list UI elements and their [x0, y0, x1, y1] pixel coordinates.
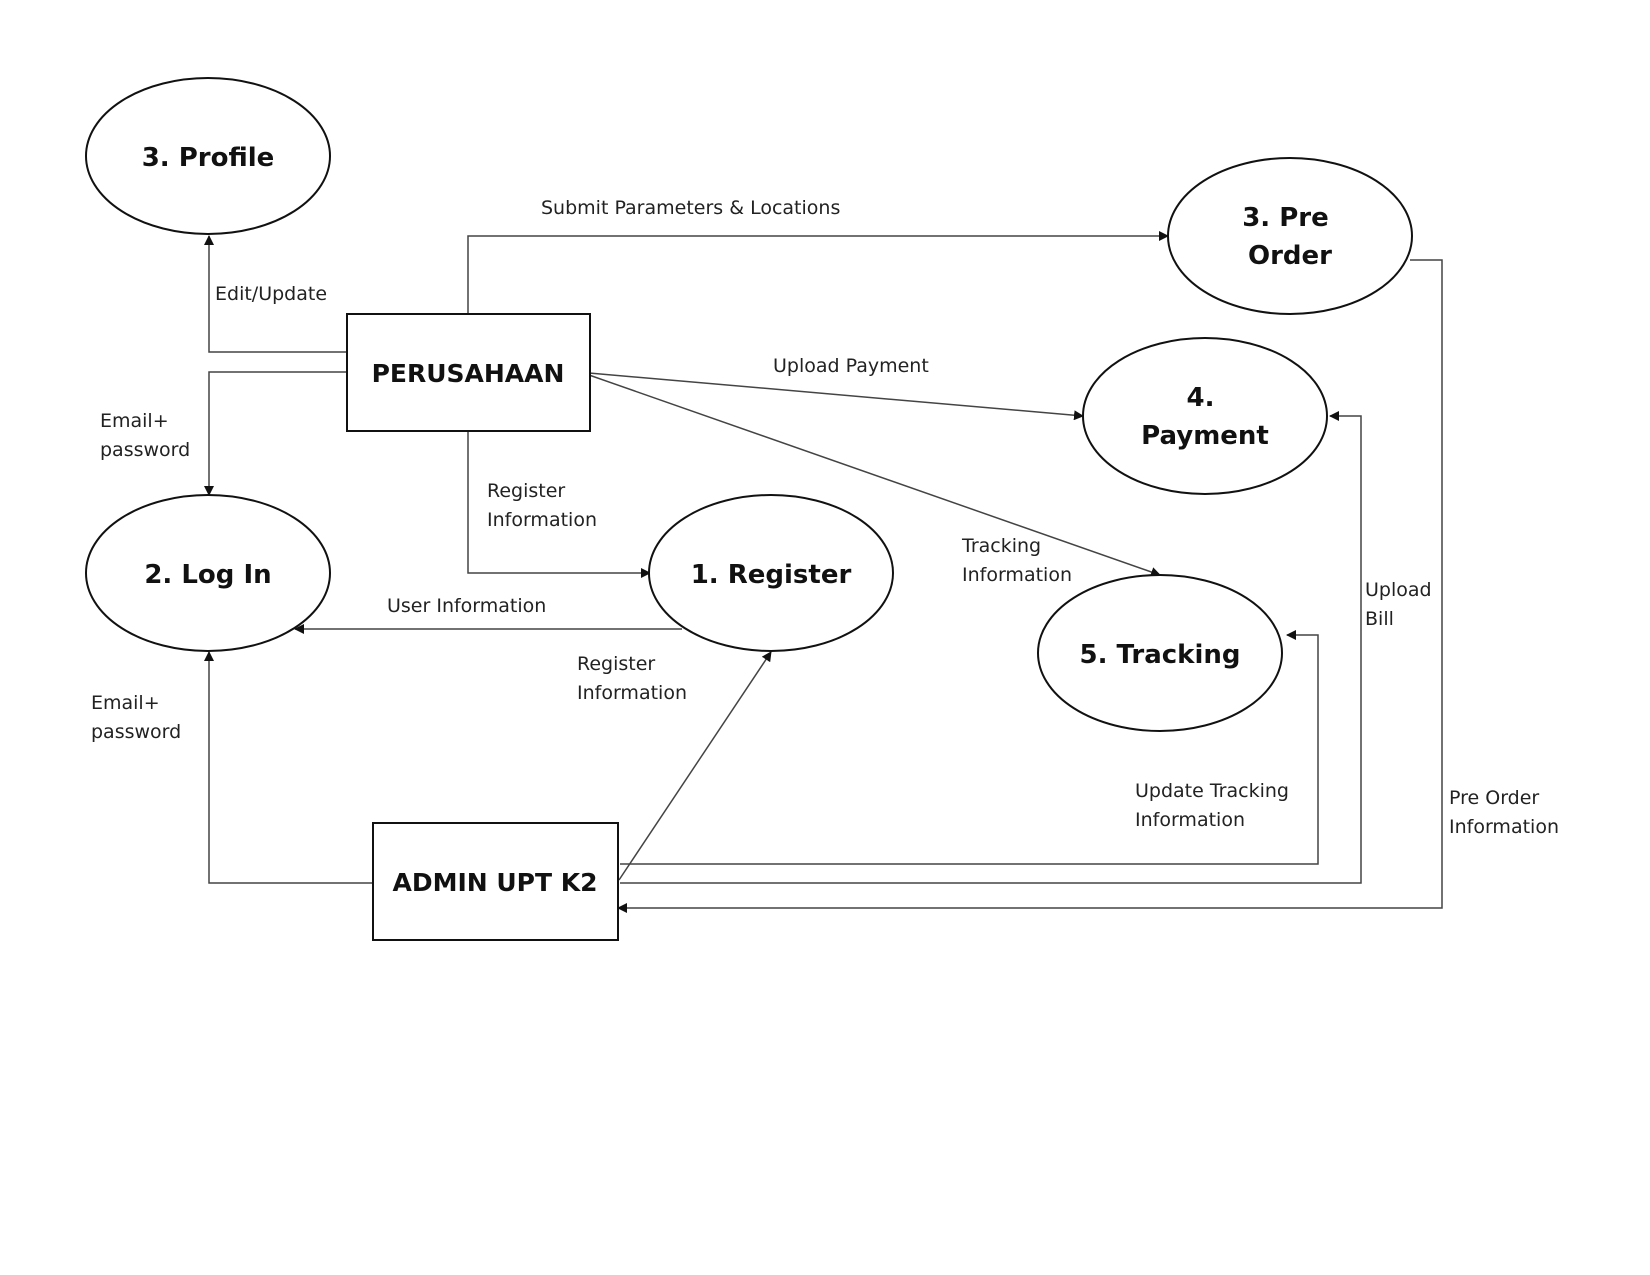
label-upload-bill: Upload Bill [1365, 579, 1438, 630]
label-submit-params: Submit Parameters & Locations [541, 197, 840, 219]
process-tracking[interactable]: 5. Tracking [1037, 574, 1283, 732]
process-profile[interactable]: 3. Profile [85, 77, 331, 235]
flow-upload-payment [588, 372, 1084, 421]
svg-text:4. Payment: 4. Payment [1141, 383, 1269, 451]
svg-text:3. Pre Order: 3. Pre Order [1242, 203, 1338, 271]
entity-perusahaan-label: PERUSAHAAN [372, 359, 565, 388]
entity-admin-label: ADMIN UPT K2 [392, 868, 597, 897]
process-preorder-label-line2: Order [1248, 241, 1332, 271]
label-update-tracking: Update Tracking Information [1135, 780, 1295, 831]
label-tracking-info: Tracking Information [961, 535, 1072, 586]
svg-text:5. Tracking: 5. Tracking [1079, 640, 1240, 670]
flow-upload-bill [620, 411, 1362, 884]
flow-register-info-1 [467, 432, 651, 578]
label-user-info: User Information [387, 595, 546, 617]
label-upload-payment: Upload Payment [773, 355, 929, 377]
label-register-info-2: Register Information [577, 653, 687, 704]
flow-email-password-1 [204, 371, 347, 496]
label-preorder-info: Pre Order Information [1449, 787, 1559, 838]
process-login-label: 2. Log In [144, 560, 271, 590]
process-payment-label-line1: 4. [1186, 383, 1214, 413]
flow-edit-update [204, 235, 347, 353]
process-preorder-label-line1: 3. Pre [1242, 203, 1329, 233]
process-payment[interactable]: 4. Payment [1082, 337, 1328, 495]
flow-email-password-2 [204, 651, 373, 884]
flow-submit-params [467, 231, 1169, 314]
flow-tracking-info [588, 374, 1161, 577]
process-tracking-label: 5. Tracking [1079, 640, 1240, 670]
label-email-password-2: Email+ password [91, 692, 181, 743]
label-register-info-1: Register Information [487, 480, 597, 531]
svg-text:ADMIN UPT K2: ADMIN UPT K2 [392, 868, 597, 897]
entity-admin[interactable]: ADMIN UPT K2 [372, 822, 619, 941]
label-email-password-1: Email+ password [100, 410, 190, 461]
flow-register-info-2 [618, 651, 772, 881]
svg-text:PERUSAHAAN: PERUSAHAAN [372, 359, 565, 388]
process-register[interactable]: 1. Register [648, 494, 894, 652]
flow-update-tracking [620, 630, 1319, 865]
svg-text:1. Register: 1. Register [691, 560, 852, 590]
flow-preorder-info [617, 259, 1443, 913]
flow-lines [204, 231, 1443, 913]
process-preorder[interactable]: 3. Pre Order [1167, 157, 1413, 315]
process-profile-label: 3. Profile [142, 143, 275, 173]
svg-text:3. Profile: 3. Profile [142, 143, 275, 173]
entity-perusahaan[interactable]: PERUSAHAAN [346, 313, 591, 432]
svg-text:2. Log In: 2. Log In [144, 560, 271, 590]
label-edit-update: Edit/Update [215, 283, 327, 305]
process-login[interactable]: 2. Log In [85, 494, 331, 652]
process-register-label: 1. Register [691, 560, 852, 590]
process-payment-label-line2: Payment [1141, 421, 1269, 451]
